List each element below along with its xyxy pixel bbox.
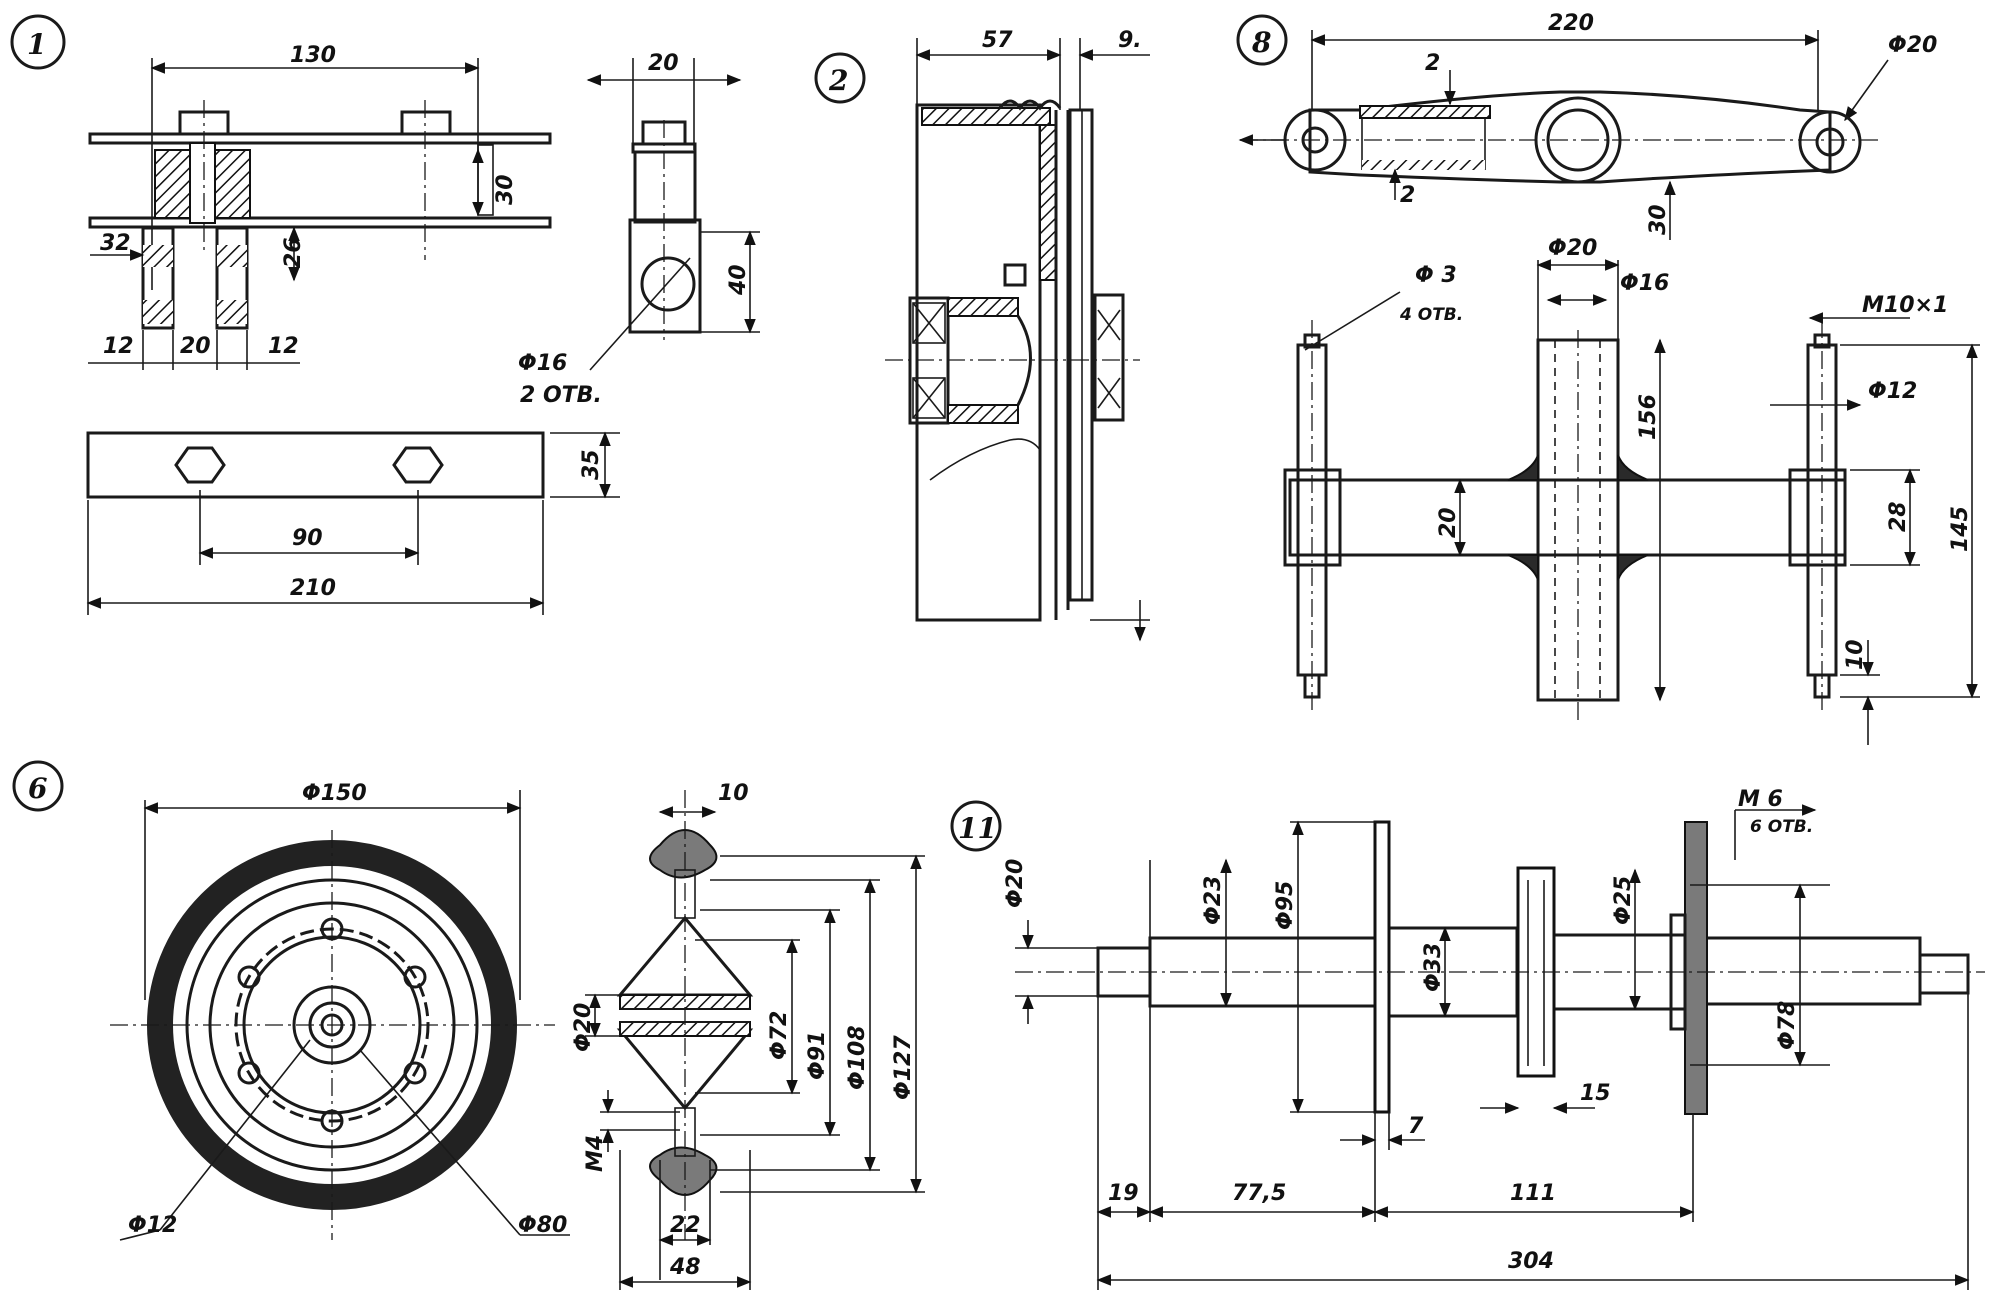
dim-phi25: Φ25 <box>1611 876 1636 925</box>
part-2-drawing: 2 57 9. <box>814 28 1150 642</box>
note-2-holes: 2 ОТВ. <box>520 383 602 408</box>
dim-10-p6: 10 <box>718 781 749 806</box>
dim-m10: M10×1 <box>1862 293 1948 318</box>
dim-2a: 2 <box>1425 51 1440 76</box>
part-number-1-circle <box>10 14 66 70</box>
dim-phi72: Φ72 <box>767 1011 792 1060</box>
dim-210: 210 <box>290 576 336 601</box>
dim-30-p8: 30 <box>1646 204 1671 235</box>
dim-30: 30 <box>493 174 518 205</box>
dim-phi33: Φ33 <box>1421 943 1446 992</box>
dim-10-p8: 10 <box>1843 639 1868 670</box>
dim-48: 48 <box>669 1255 701 1280</box>
dim-32: 32 <box>100 231 131 256</box>
note-6-holes: 6 ОТВ. <box>1750 817 1813 837</box>
dim-phi16-mid: Φ16 <box>1620 271 1669 296</box>
dim-57: 57 <box>982 28 1013 53</box>
dim-26: 26 <box>281 237 306 268</box>
dim-phi12: Φ12 <box>1868 379 1917 404</box>
dim-156: 156 <box>1636 394 1661 440</box>
dim-35: 35 <box>579 449 604 480</box>
dim-22: 22 <box>670 1213 701 1238</box>
dim-130: 130 <box>290 43 336 68</box>
dim-20: 20 <box>180 334 211 359</box>
dim-phi20-p6: Φ20 <box>571 1003 596 1052</box>
dim-phi91: Φ91 <box>805 1031 830 1080</box>
dim-phi23: Φ23 <box>1201 876 1226 925</box>
dim-19: 19 <box>1108 1181 1139 1206</box>
dim-phi16: Φ16 <box>518 351 567 376</box>
part-8-drawing: 8 220 Φ20 2 2 30 Φ 3 4 ОТВ. Φ20 <box>1236 11 1980 745</box>
dim-77-5: 77,5 <box>1232 1181 1286 1206</box>
dim-phi20-p11: Φ20 <box>1003 859 1028 908</box>
dim-phi78: Φ78 <box>1775 1001 1800 1050</box>
dim-12b: 12 <box>268 334 299 359</box>
dim-phi95: Φ95 <box>1273 881 1298 930</box>
dim-220: 220 <box>1548 11 1594 36</box>
note-4-holes: 4 ОТВ. <box>1399 305 1463 325</box>
dim-7: 7 <box>1408 1114 1424 1139</box>
dim-90: 90 <box>292 526 323 551</box>
part-number-11: 11 <box>958 812 997 845</box>
dim-40: 40 <box>726 264 751 296</box>
dim-145: 145 <box>1948 506 1973 552</box>
dim-20-side: 20 <box>648 51 679 76</box>
part-number-6-circle <box>12 760 64 812</box>
dim-15: 15 <box>1580 1081 1611 1106</box>
part-1-drawing: 1 130 30 32 26 12 20 12 <box>10 14 760 615</box>
dim-phi20-mid: Φ20 <box>1548 236 1597 261</box>
dim-12a: 12 <box>103 334 134 359</box>
part-11-drawing: 11 M 6 6 ОТВ. Φ20 Φ23 Φ95 Φ33 Φ25 <box>950 787 1985 1290</box>
dim-m6: M 6 <box>1738 787 1783 812</box>
dim-phi20-top: Φ20 <box>1888 33 1937 58</box>
part-number-11-circle <box>950 800 1002 852</box>
dim-phi108: Φ108 <box>845 1025 870 1090</box>
dim-111: 111 <box>1510 1181 1556 1206</box>
dim-20-p8: 20 <box>1436 507 1461 538</box>
dim-phi3: Φ 3 <box>1415 263 1457 288</box>
dim-2b: 2 <box>1400 183 1415 208</box>
part-number-2-circle <box>814 52 866 104</box>
dim-phi12-p6: Φ12 <box>128 1213 177 1238</box>
part-number-8: 8 <box>1251 26 1271 59</box>
dim-phi150: Φ150 <box>302 781 367 806</box>
dim-m4: M4 <box>583 1135 608 1172</box>
part-6-drawing: 6 Φ150 Φ12 Φ80 10 <box>12 760 925 1290</box>
part-number-8-circle <box>1236 14 1288 66</box>
part-number-6: 6 <box>28 772 47 805</box>
dim-phi127: Φ127 <box>891 1035 916 1100</box>
part-number-1: 1 <box>27 28 46 61</box>
dim-9: 9. <box>1118 28 1142 53</box>
dim-304: 304 <box>1508 1249 1554 1274</box>
part-number-2: 2 <box>828 64 848 97</box>
dim-phi80: Φ80 <box>518 1213 567 1238</box>
dim-28: 28 <box>1886 501 1911 532</box>
